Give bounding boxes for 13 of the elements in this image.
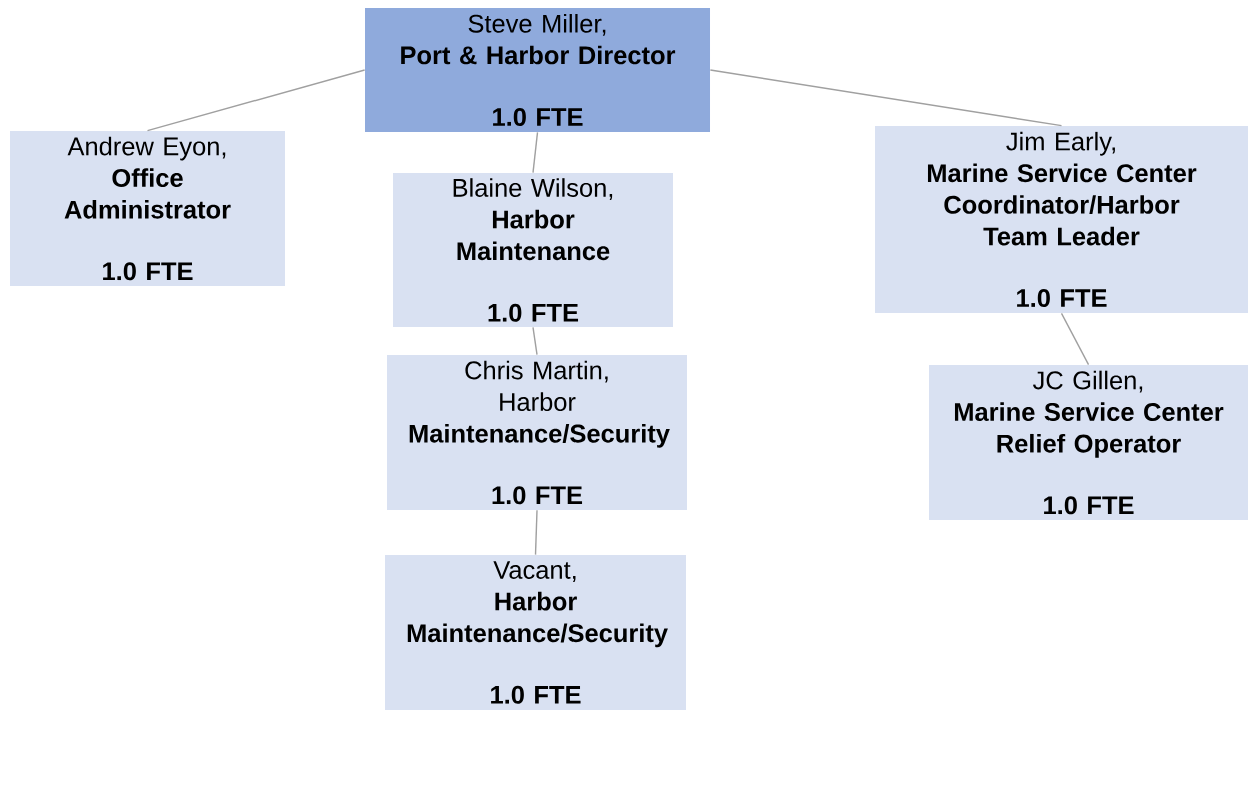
position-box: Andrew Eyon, Office Administrator 1.0 FTE	[10, 131, 285, 286]
connector-line	[709, 69, 1063, 127]
connector-line	[146, 69, 366, 132]
connector-line	[532, 326, 538, 356]
position-box: Steve Miller, Port & Harbor Director 1.0 FTE	[365, 8, 710, 132]
position-box: Vacant, Harbor Maintenance/Security 1.0 FTE	[385, 555, 686, 710]
position-box: Jim Early, Marine Service Center Coordinator/Harbor Team Leader 1.0 FTE	[875, 126, 1248, 313]
connector-line	[534, 509, 538, 556]
connector-line	[1060, 312, 1090, 366]
connector-line	[532, 131, 539, 174]
position-box: Blaine Wilson, Harbor Maintenance 1.0 FTE	[393, 173, 673, 327]
position-box: Chris Martin, Harbor Maintenance/Security 1.0 FTE	[387, 355, 687, 510]
position-box: JC Gillen, Marine Service Center Relief Operator 1.0 FTE	[929, 365, 1248, 520]
